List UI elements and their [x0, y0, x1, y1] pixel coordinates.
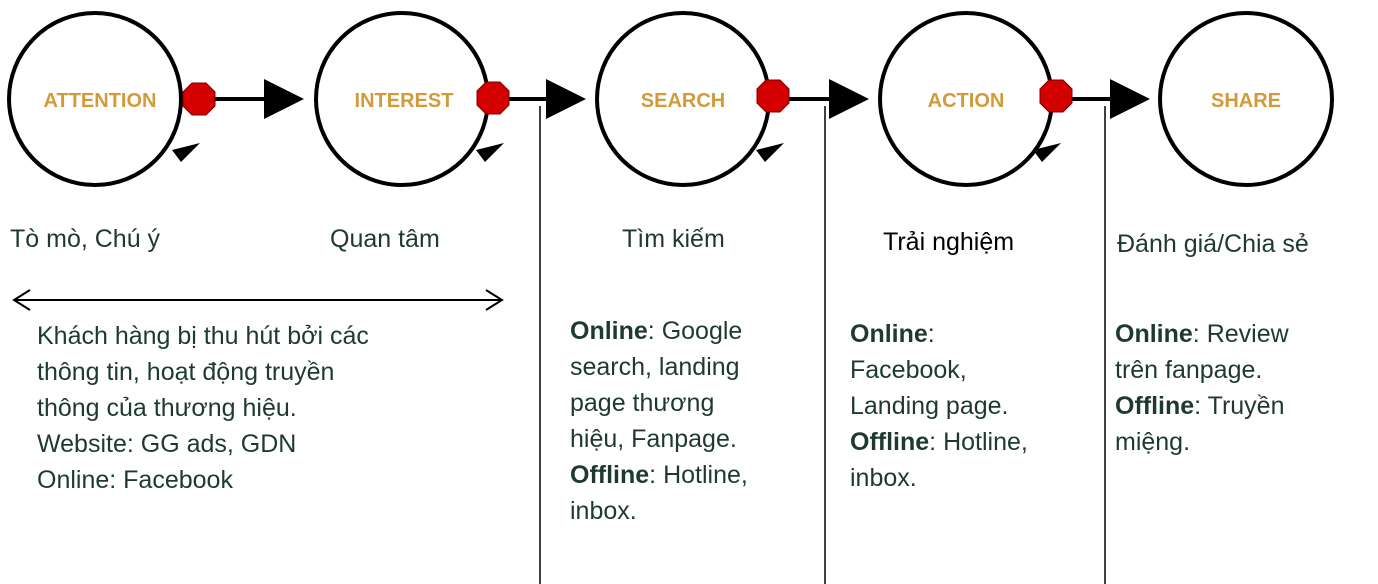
description-line: Website: GG ads, GDN [37, 430, 297, 458]
search-online-text: hiệu, Fanpage. [570, 425, 737, 453]
action-online-text: : [927, 320, 935, 348]
online-label: Online [1115, 320, 1193, 348]
stage-subtitle-search: Tìm kiếm [622, 225, 725, 253]
span-arrow-right-icon [485, 289, 504, 311]
loop-arrowhead-icon [172, 143, 200, 162]
span-arrow-left-icon [12, 289, 31, 311]
stage-subtitle-share: Đánh giá/Chia sẻ [1117, 230, 1309, 258]
share-online-text: : Review [1192, 320, 1289, 348]
loop-arrowhead-icon [1033, 143, 1061, 162]
share-offline-text: : Truyền [1194, 392, 1285, 420]
stage-label-action: ACTION [928, 90, 1005, 112]
stage-subtitle-action: Trải nghiệm [883, 228, 1015, 256]
stage-subtitle-interest: Quan tâm [330, 225, 440, 253]
search-description: Online: Google search, landing page thươ… [570, 313, 820, 529]
description-line: Khách hàng bị thu hút bởi các [37, 322, 369, 350]
search-online-text: search, landing [570, 353, 740, 381]
share-description: Online: Review trên fanpage. Offline: Tr… [1115, 316, 1365, 460]
description-line: Online: Facebook [37, 466, 233, 494]
description-line: thông của thương hiệu. [37, 394, 297, 422]
action-online-text: Facebook, [850, 356, 967, 384]
stage-label-search: SEARCH [641, 90, 725, 112]
offline-label: Offline [1115, 392, 1195, 420]
online-label: Online [850, 320, 928, 348]
loop-arrowhead-icon [756, 143, 784, 162]
action-description: Online: Facebook, Landing page. Offline:… [850, 316, 1100, 496]
search-offline-text: : Hotline, [649, 461, 748, 489]
search-online-text: : Google [647, 317, 743, 345]
stage-subtitle-attention: Tò mò, Chú ý [10, 225, 161, 253]
stage-circle-share [1158, 11, 1334, 187]
stop-marker-icon [1039, 79, 1073, 113]
stop-marker-icon [182, 82, 216, 116]
stage-label-interest: INTEREST [355, 90, 454, 112]
action-offline-text: : Hotline, [929, 428, 1028, 456]
attention-interest-description: Khách hàng bị thu hút bởi các thông tin,… [37, 318, 527, 498]
stage-circle-attention [7, 11, 183, 187]
description-line: thông tin, hoạt động truyền [37, 358, 335, 386]
online-label: Online [570, 317, 648, 345]
search-online-text: page thương [570, 389, 715, 417]
stop-marker-icon [476, 81, 510, 115]
stop-marker-icon [756, 79, 790, 113]
offline-label: Offline [850, 428, 930, 456]
loop-arrowhead-icon [476, 143, 504, 162]
offline-label: Offline [570, 461, 650, 489]
action-online-text: Landing page. [850, 392, 1009, 420]
share-online-text: trên fanpage. [1115, 356, 1263, 384]
share-offline-text: miệng. [1115, 428, 1191, 456]
search-offline-text: inbox. [570, 497, 637, 525]
stage-label-share: SHARE [1211, 90, 1281, 112]
stage-label-attention: ATTENTION [44, 90, 157, 112]
action-offline-text: inbox. [850, 464, 917, 492]
